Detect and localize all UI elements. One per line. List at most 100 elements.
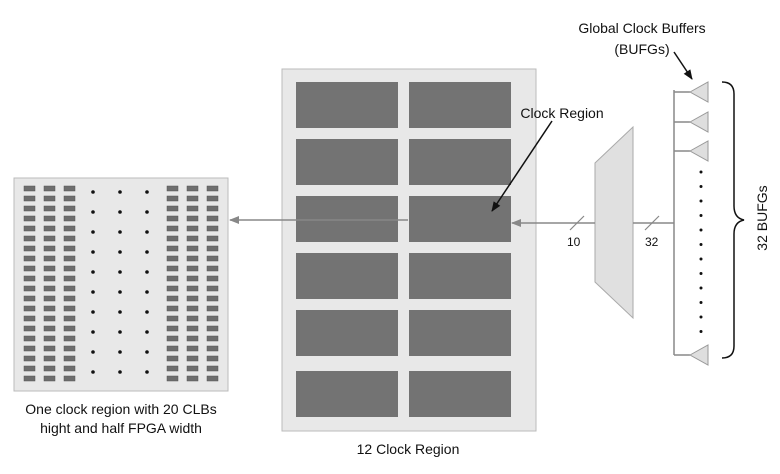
clb-dot bbox=[145, 250, 149, 254]
clb-cell bbox=[166, 185, 179, 192]
clb-dot bbox=[118, 210, 122, 214]
clb-region-panel bbox=[13, 177, 229, 392]
clb-cell bbox=[43, 245, 56, 252]
clb-cell bbox=[166, 305, 179, 312]
clb-cell bbox=[166, 245, 179, 252]
clb-cell bbox=[206, 275, 219, 282]
clb-cell bbox=[166, 375, 179, 382]
clb-dot bbox=[145, 310, 149, 314]
clb-cell bbox=[23, 245, 36, 252]
clb-dot bbox=[118, 250, 122, 254]
clb-cell bbox=[166, 255, 179, 262]
clb-cell bbox=[186, 285, 199, 292]
clock-region-block bbox=[409, 82, 511, 128]
clb-cell bbox=[23, 305, 36, 312]
clb-cell bbox=[23, 315, 36, 322]
clb-cell bbox=[166, 265, 179, 272]
clb-cell bbox=[186, 215, 199, 222]
clb-cell bbox=[43, 235, 56, 242]
clock-region-block bbox=[296, 139, 398, 185]
clb-cell bbox=[206, 335, 219, 342]
clb-cell bbox=[166, 365, 179, 372]
clb-cell bbox=[186, 245, 199, 252]
bufg-dot bbox=[699, 214, 703, 217]
fpga-clock-region-panel bbox=[281, 68, 537, 432]
clb-cell bbox=[63, 345, 76, 352]
clb-dot bbox=[91, 330, 95, 334]
clb-cell bbox=[166, 205, 179, 212]
clb-dot bbox=[91, 230, 95, 234]
bufg-dot bbox=[699, 330, 703, 333]
bus-slash-right bbox=[644, 215, 660, 231]
clb-cell bbox=[206, 315, 219, 322]
clb-cell bbox=[206, 325, 219, 332]
clb-cell bbox=[23, 225, 36, 232]
clb-cell bbox=[206, 255, 219, 262]
bufg-buffer-triangle bbox=[688, 111, 709, 133]
clb-cell bbox=[186, 235, 199, 242]
clb-cell bbox=[43, 205, 56, 212]
clb-cell bbox=[63, 315, 76, 322]
clb-cell bbox=[206, 225, 219, 232]
clb-dot bbox=[91, 290, 95, 294]
clb-cell bbox=[43, 185, 56, 192]
clb-cell bbox=[63, 375, 76, 382]
bus-slash-left bbox=[569, 215, 585, 231]
bufg-label-arrow bbox=[673, 51, 693, 80]
clb-cell bbox=[63, 245, 76, 252]
clb-cell bbox=[63, 365, 76, 372]
clb-cell bbox=[63, 295, 76, 302]
clb-cell bbox=[63, 355, 76, 362]
clb-cell bbox=[186, 325, 199, 332]
clb-cell bbox=[43, 265, 56, 272]
clb-cell bbox=[63, 265, 76, 272]
bufg-dot bbox=[699, 286, 703, 290]
clb-cell bbox=[166, 215, 179, 222]
clb-cell bbox=[43, 375, 56, 382]
clb-cell bbox=[206, 345, 219, 352]
clb-cell bbox=[166, 285, 179, 292]
clb-dot bbox=[91, 210, 95, 214]
clb-cell bbox=[23, 325, 36, 332]
clb-cell bbox=[63, 195, 76, 202]
clb-dot bbox=[145, 290, 149, 294]
clb-cell bbox=[43, 365, 56, 372]
clb-cell bbox=[166, 225, 179, 232]
bufg-count-label: 32 BUFGs bbox=[754, 185, 770, 250]
bufg-dot bbox=[699, 315, 703, 319]
clb-cell bbox=[206, 375, 219, 382]
clb-cell bbox=[43, 225, 56, 232]
clb-cell bbox=[186, 365, 199, 372]
clb-cell bbox=[23, 295, 36, 302]
clb-ellipsis-dots bbox=[91, 190, 149, 374]
clb-cell bbox=[206, 265, 219, 272]
clb-dot bbox=[91, 370, 95, 374]
clb-cell bbox=[43, 215, 56, 222]
clb-cell bbox=[186, 255, 199, 262]
clb-cell bbox=[206, 235, 219, 242]
clb-cell bbox=[23, 275, 36, 282]
clb-cell bbox=[23, 215, 36, 222]
clb-dot bbox=[118, 310, 122, 314]
clb-dot bbox=[118, 230, 122, 234]
clb-cell bbox=[63, 335, 76, 342]
bufg-dot bbox=[699, 228, 703, 232]
clb-dot bbox=[118, 190, 122, 194]
clb-cell bbox=[23, 255, 36, 262]
clb-cell bbox=[43, 305, 56, 312]
clb-cell bbox=[206, 365, 219, 372]
clb-dot bbox=[145, 330, 149, 334]
clb-cell bbox=[23, 195, 36, 202]
bufgs-paren-label: (BUFGs) bbox=[614, 41, 669, 57]
clock-mux-trapezoid bbox=[594, 125, 634, 320]
clb-cell bbox=[23, 345, 36, 352]
clb-dot bbox=[91, 250, 95, 254]
clb-cell bbox=[206, 295, 219, 302]
clb-cell bbox=[166, 335, 179, 342]
clb-dot bbox=[118, 290, 122, 294]
clb-dot bbox=[145, 270, 149, 274]
bufg-dot bbox=[699, 301, 703, 304]
clb-cell bbox=[23, 285, 36, 292]
clb-dot bbox=[118, 370, 122, 374]
clock-region-label-arrow bbox=[491, 120, 553, 212]
